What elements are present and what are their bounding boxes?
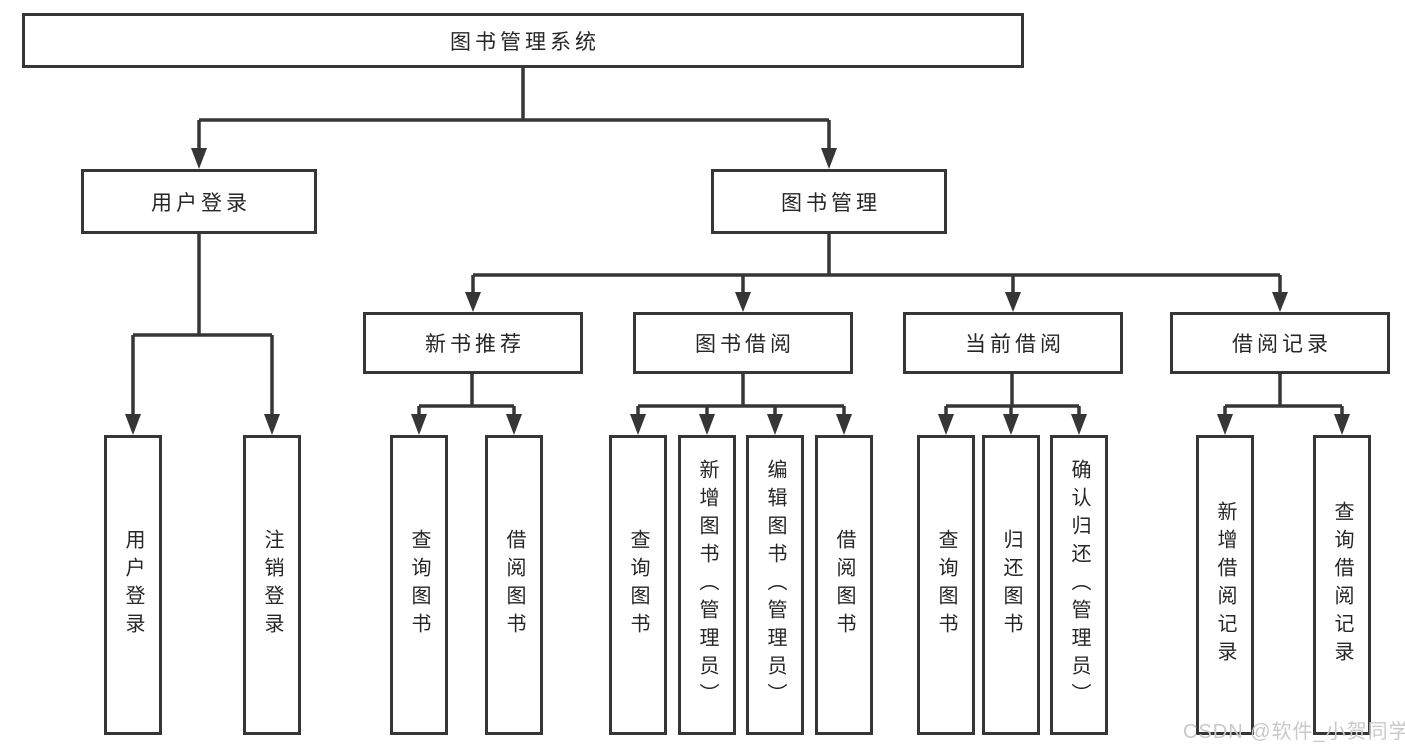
node-leaf-query-book-3: 查询图书 xyxy=(917,435,975,735)
node-new-book-recommend: 新书推荐 xyxy=(363,312,583,374)
arrowhead-icons xyxy=(125,148,1350,435)
node-leaf-borrow-book-1: 借阅图书 xyxy=(485,435,543,735)
node-current-borrow: 当前借阅 xyxy=(903,312,1123,374)
node-book-management-branch: 图书管理 xyxy=(711,169,947,234)
node-label: 查询借阅记录 xyxy=(1331,501,1353,669)
node-label: 查询图书 xyxy=(408,529,430,641)
node-user-login-branch: 用户登录 xyxy=(81,169,317,234)
node-label: 注销登录 xyxy=(261,529,283,641)
node-label: 图书管理 xyxy=(781,191,881,215)
node-leaf-confirm-return-admin: 确认归还（管理员） xyxy=(1050,435,1108,735)
node-label: 借阅图书 xyxy=(503,529,525,641)
node-leaf-return-book: 归还图书 xyxy=(982,435,1040,735)
node-root: 图书管理系统 xyxy=(22,13,1024,68)
node-leaf-edit-book-admin: 编辑图书（管理员） xyxy=(746,435,804,735)
node-label: 用户登录 xyxy=(151,191,251,215)
connector-edges xyxy=(131,68,1344,416)
csdn-watermark: CSDN @软件_小贺同学 xyxy=(1183,721,1405,743)
node-label: 新书推荐 xyxy=(425,333,525,356)
node-label: 编辑图书（管理员） xyxy=(764,459,786,711)
node-book-borrow: 图书借阅 xyxy=(633,312,853,374)
node-label: 确认归还（管理员） xyxy=(1068,459,1090,711)
node-label: 归还图书 xyxy=(1000,529,1022,641)
node-label: 借阅记录 xyxy=(1232,333,1332,356)
node-label: 当前借阅 xyxy=(965,333,1065,356)
node-leaf-query-book-1: 查询图书 xyxy=(390,435,448,735)
node-label: 查询图书 xyxy=(627,529,649,641)
node-leaf-logout: 注销登录 xyxy=(243,435,301,735)
node-leaf-query-book-2: 查询图书 xyxy=(609,435,667,735)
node-leaf-user-login: 用户登录 xyxy=(104,435,162,735)
node-leaf-borrow-book-2: 借阅图书 xyxy=(815,435,873,735)
node-leaf-add-borrow-record: 新增借阅记录 xyxy=(1196,435,1254,735)
node-label: 图书借阅 xyxy=(695,333,795,356)
node-label: 用户登录 xyxy=(122,529,144,641)
node-label: 新增图书（管理员） xyxy=(696,459,718,711)
node-label: 查询图书 xyxy=(935,529,957,641)
node-label: 借阅图书 xyxy=(833,529,855,641)
node-leaf-add-book-admin: 新增图书（管理员） xyxy=(678,435,736,735)
node-leaf-query-borrow-record: 查询借阅记录 xyxy=(1313,435,1371,735)
node-label: 新增借阅记录 xyxy=(1214,501,1236,669)
node-borrow-record: 借阅记录 xyxy=(1170,312,1390,374)
node-root-label: 图书管理系统 xyxy=(450,30,600,54)
